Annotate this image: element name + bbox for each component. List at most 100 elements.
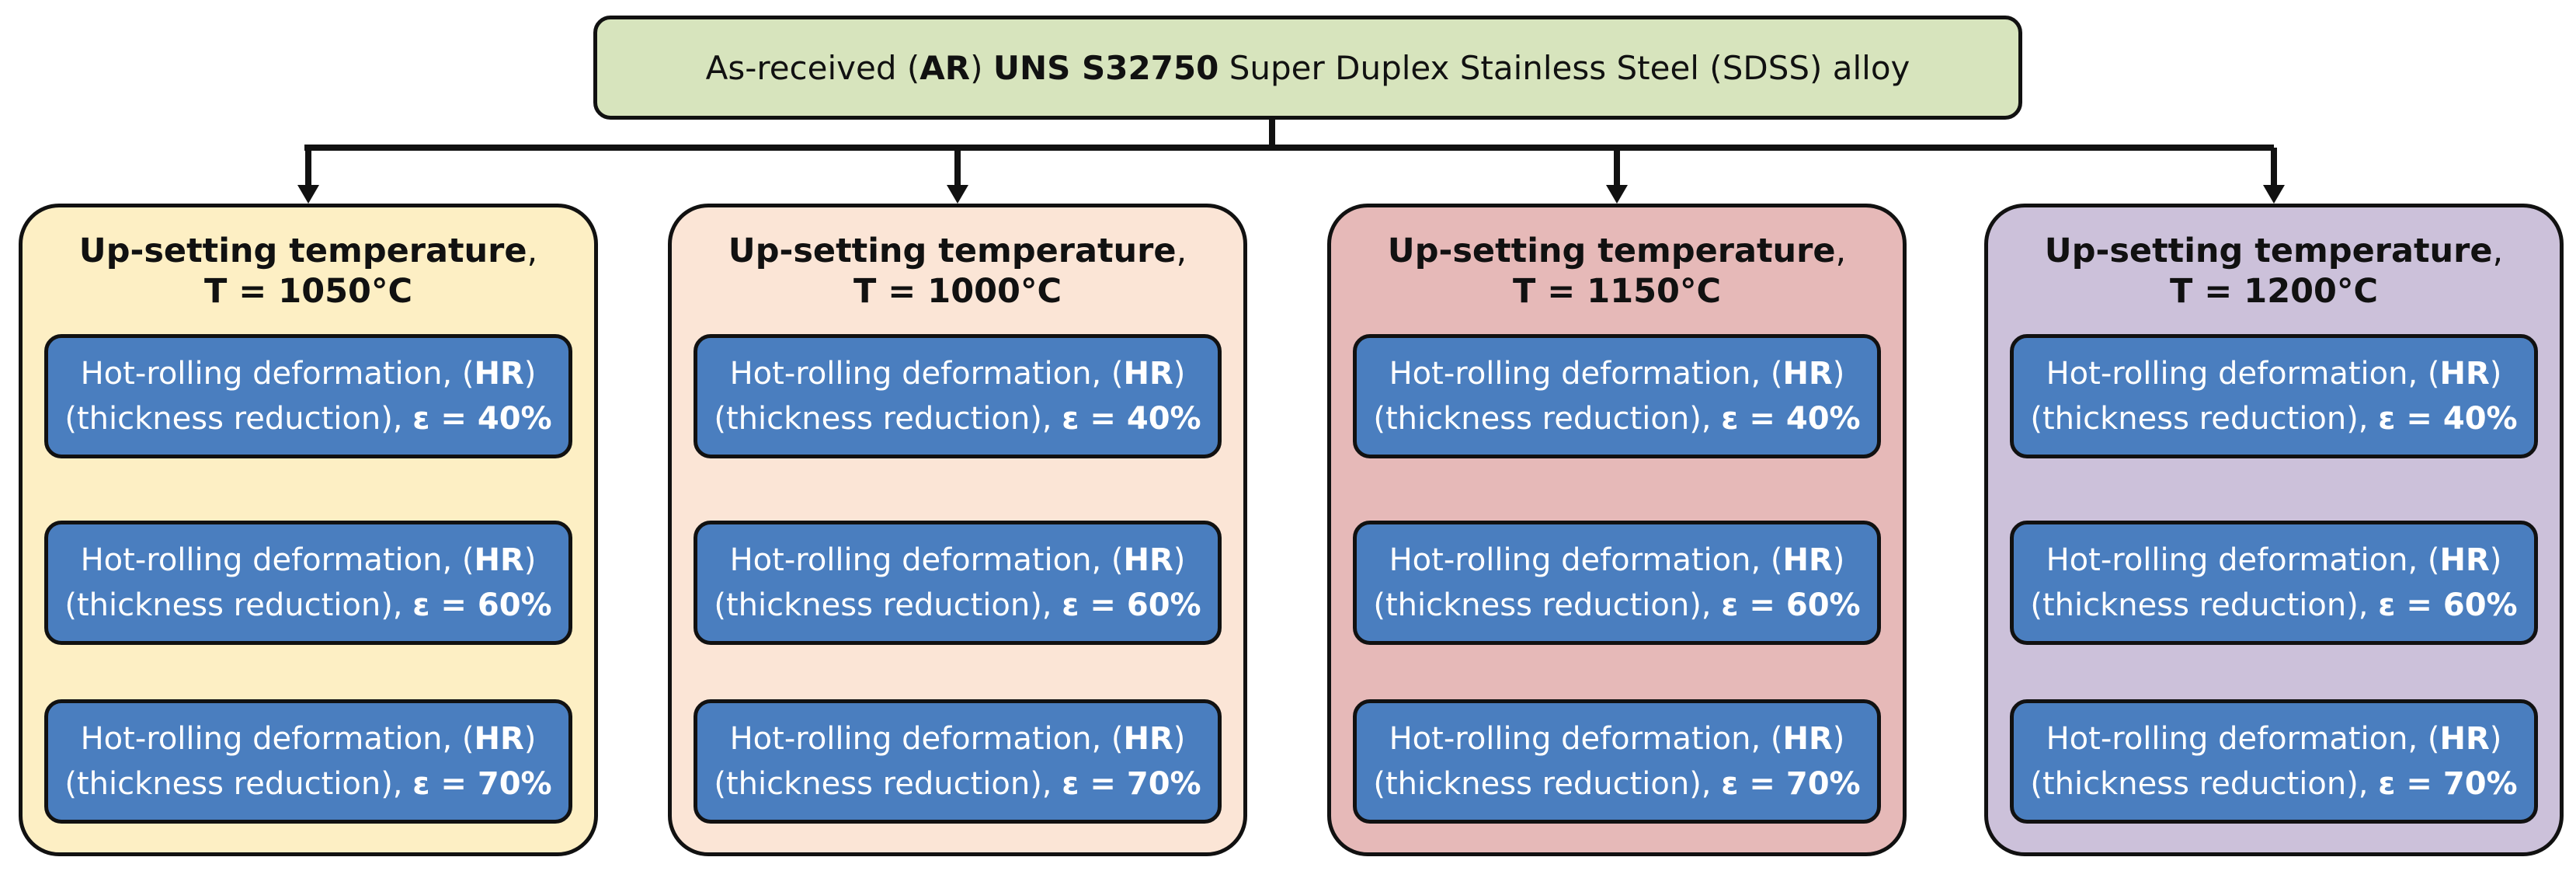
hot-rolling-step-60: Hot-rolling deformation, (HR) (thickness… <box>2010 521 2538 645</box>
step-line1: Hot-rolling deformation, ( <box>2046 356 2440 392</box>
root-suffix: Super Duplex Stainless Steel (SDSS) allo… <box>1218 48 1910 87</box>
step-hr-abbrev: HR <box>1123 721 1173 757</box>
step-hr-abbrev: HR <box>1782 356 1833 392</box>
step-hr-abbrev: HR <box>474 542 524 578</box>
step-strain: ε = 40% <box>1062 401 1201 437</box>
step-line1: Hot-rolling deformation, ( <box>1389 542 1783 578</box>
temperature-group-1050: Up-setting temperature, T = 1050°C Hot-r… <box>19 204 598 856</box>
step-line1-close: ) <box>523 542 537 578</box>
group-title-label: Up-setting temperature <box>78 232 527 270</box>
group-title: Up-setting temperature, T = 1200°C <box>2044 232 2504 311</box>
group-title: Up-setting temperature, T = 1050°C <box>78 232 538 311</box>
step-line1: Hot-rolling deformation, ( <box>80 356 475 392</box>
group-temperature: T = 1200°C <box>2169 272 2379 311</box>
step-hr-abbrev: HR <box>474 356 524 392</box>
step-line1-close: ) <box>1832 542 1845 578</box>
step-hr-abbrev: HR <box>1123 542 1173 578</box>
step-line1-close: ) <box>1173 356 1186 392</box>
step-hr-abbrev: HR <box>2439 356 2490 392</box>
root-prefix: As-received ( <box>705 48 920 87</box>
step-line2: (thickness reduction), <box>714 587 1062 623</box>
step-strain: ε = 70% <box>412 766 552 802</box>
hot-rolling-step-40: Hot-rolling deformation, (HR) (thickness… <box>2010 334 2538 458</box>
step-line2: (thickness reduction), <box>64 401 413 437</box>
step-line2: (thickness reduction), <box>714 401 1062 437</box>
step-line1-close: ) <box>523 356 537 392</box>
group-title-label: Up-setting temperature <box>1387 232 1836 270</box>
step-line1: Hot-rolling deformation, ( <box>80 721 475 757</box>
step-line1-close: ) <box>2489 542 2502 578</box>
branch-arrow-head <box>297 185 319 204</box>
group-temperature: T = 1000°C <box>853 272 1062 311</box>
step-hr-abbrev: HR <box>1123 356 1173 392</box>
step-strain: ε = 40% <box>1721 401 1861 437</box>
step-strain: ε = 70% <box>2378 766 2518 802</box>
step-line1: Hot-rolling deformation, ( <box>729 542 1124 578</box>
step-strain: ε = 60% <box>1062 587 1201 623</box>
root-node: As-received (AR) UNS S32750 Super Duplex… <box>593 16 2022 120</box>
step-line1: Hot-rolling deformation, ( <box>2046 542 2440 578</box>
branch-arrow-head <box>947 185 968 204</box>
hot-rolling-step-40: Hot-rolling deformation, (HR) (thickness… <box>1353 334 1881 458</box>
step-line2: (thickness reduction), <box>2030 766 2379 802</box>
step-strain: ε = 60% <box>2378 587 2518 623</box>
root-ar-abbrev: AR <box>920 48 971 87</box>
step-line1-close: ) <box>2489 721 2502 757</box>
temperature-group-1150: Up-setting temperature, T = 1150°C Hot-r… <box>1327 204 1907 856</box>
step-line1: Hot-rolling deformation, ( <box>729 356 1124 392</box>
group-temperature: T = 1050°C <box>203 272 413 311</box>
step-line2: (thickness reduction), <box>714 766 1062 802</box>
step-hr-abbrev: HR <box>2439 721 2490 757</box>
step-strain: ε = 60% <box>1721 587 1861 623</box>
step-strain: ε = 40% <box>412 401 552 437</box>
hot-rolling-step-60: Hot-rolling deformation, (HR) (thickness… <box>694 521 1222 645</box>
root-alloy-code: UNS S32750 <box>993 48 1219 87</box>
step-line1: Hot-rolling deformation, ( <box>80 542 475 578</box>
step-line1: Hot-rolling deformation, ( <box>1389 721 1783 757</box>
branch-arrow-head <box>1606 185 1628 204</box>
hot-rolling-step-70: Hot-rolling deformation, (HR) (thickness… <box>694 699 1222 824</box>
step-hr-abbrev: HR <box>1782 542 1833 578</box>
step-line1-close: ) <box>1173 542 1186 578</box>
branch-arrow-head <box>2263 185 2285 204</box>
step-line2: (thickness reduction), <box>1373 766 1722 802</box>
step-hr-abbrev: HR <box>1782 721 1833 757</box>
group-title: Up-setting temperature, T = 1000°C <box>728 232 1187 311</box>
step-line2: (thickness reduction), <box>1373 401 1722 437</box>
step-line1: Hot-rolling deformation, ( <box>729 721 1124 757</box>
step-line1-close: ) <box>2489 356 2502 392</box>
temperature-group-1200: Up-setting temperature, T = 1200°C Hot-r… <box>1984 204 2564 856</box>
step-line1-close: ) <box>1832 721 1845 757</box>
hot-rolling-step-40: Hot-rolling deformation, (HR) (thickness… <box>44 334 572 458</box>
root-mid: ) <box>970 48 993 87</box>
step-line2: (thickness reduction), <box>2030 587 2379 623</box>
root-branch-arrows <box>297 148 2285 204</box>
step-strain: ε = 70% <box>1721 766 1861 802</box>
step-line2: (thickness reduction), <box>64 766 413 802</box>
hot-rolling-step-70: Hot-rolling deformation, (HR) (thickness… <box>44 699 572 824</box>
group-title-label: Up-setting temperature <box>728 232 1177 270</box>
step-line1-close: ) <box>1832 356 1845 392</box>
step-strain: ε = 60% <box>412 587 552 623</box>
group-title-label: Up-setting temperature <box>2044 232 2493 270</box>
hot-rolling-step-60: Hot-rolling deformation, (HR) (thickness… <box>44 521 572 645</box>
temperature-group-1000: Up-setting temperature, T = 1000°C Hot-r… <box>668 204 1247 856</box>
group-temperature: T = 1150°C <box>1512 272 1722 311</box>
step-line2: (thickness reduction), <box>2030 401 2379 437</box>
root-trunk-lines <box>304 120 2274 151</box>
hot-rolling-step-70: Hot-rolling deformation, (HR) (thickness… <box>2010 699 2538 824</box>
hot-rolling-step-70: Hot-rolling deformation, (HR) (thickness… <box>1353 699 1881 824</box>
step-line1-close: ) <box>1173 721 1186 757</box>
step-line1: Hot-rolling deformation, ( <box>2046 721 2440 757</box>
group-title: Up-setting temperature, T = 1150°C <box>1387 232 1847 311</box>
step-line2: (thickness reduction), <box>1373 587 1722 623</box>
step-strain: ε = 70% <box>1062 766 1201 802</box>
step-line2: (thickness reduction), <box>64 587 413 623</box>
hot-rolling-step-40: Hot-rolling deformation, (HR) (thickness… <box>694 334 1222 458</box>
step-line1: Hot-rolling deformation, ( <box>1389 356 1783 392</box>
hot-rolling-step-60: Hot-rolling deformation, (HR) (thickness… <box>1353 521 1881 645</box>
step-line1-close: ) <box>523 721 537 757</box>
step-hr-abbrev: HR <box>474 721 524 757</box>
step-hr-abbrev: HR <box>2439 542 2490 578</box>
step-strain: ε = 40% <box>2378 401 2518 437</box>
